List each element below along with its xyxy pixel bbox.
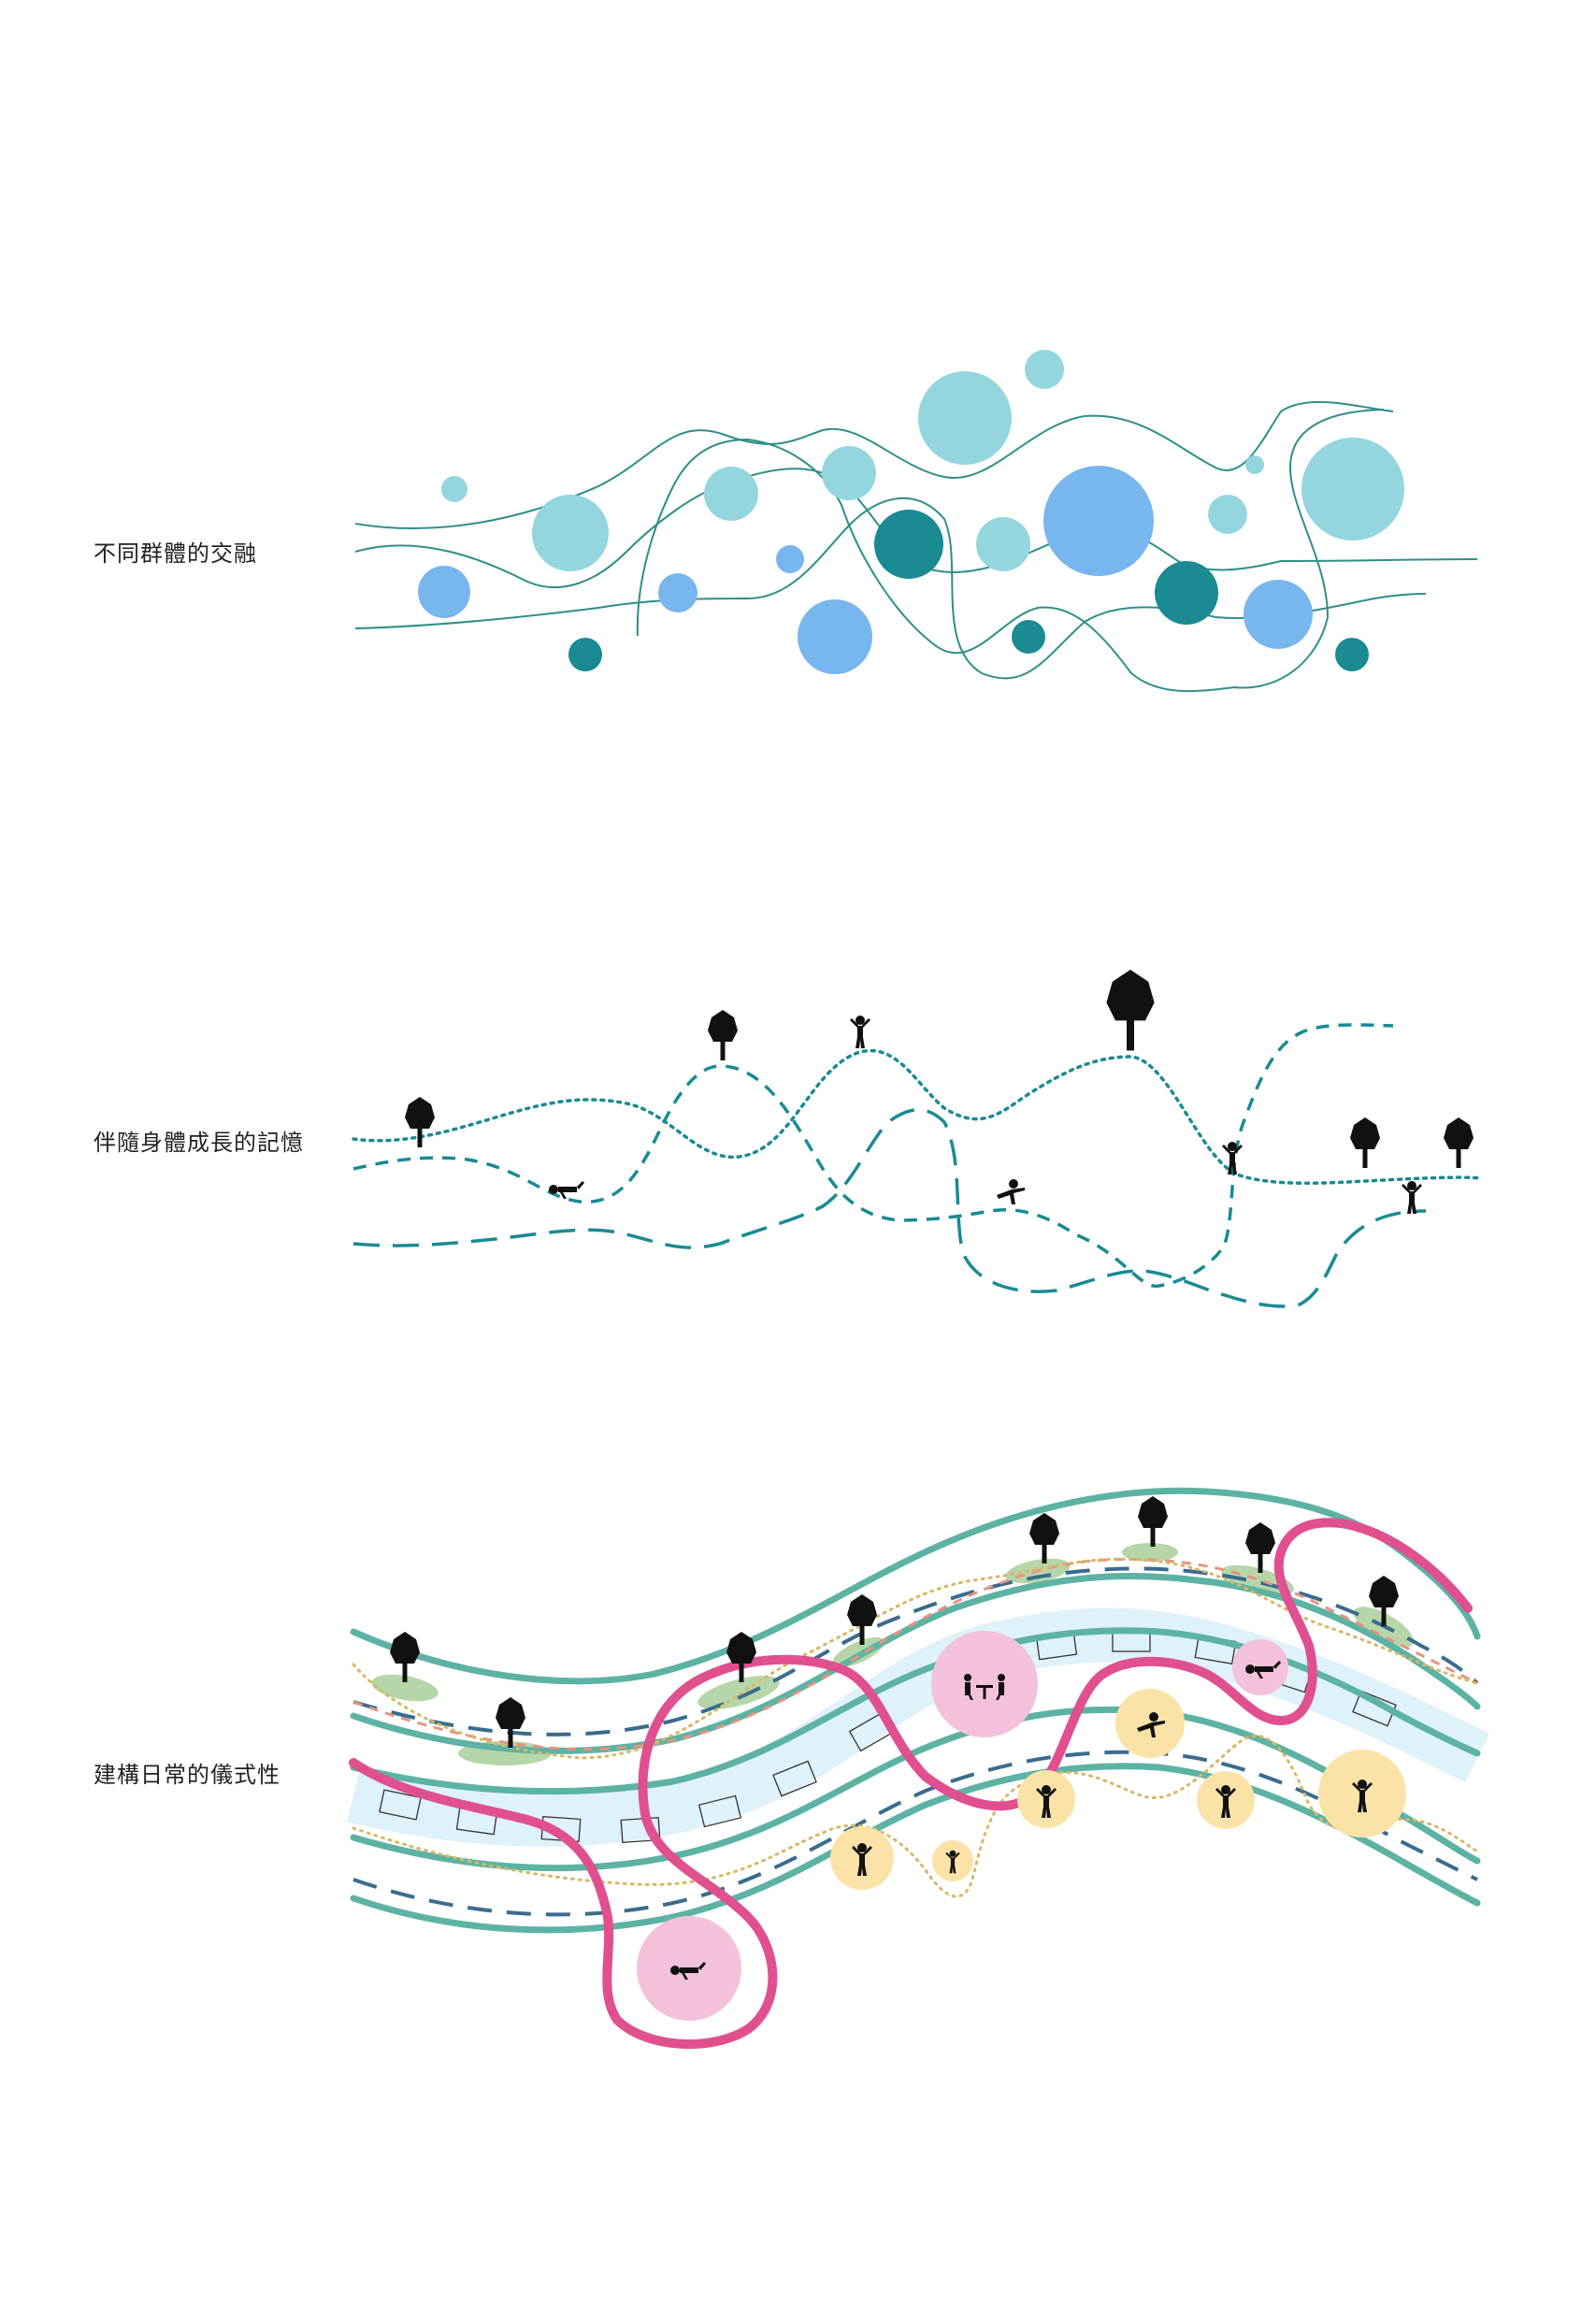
tree-icon [1444,1117,1474,1168]
flow-line-3 [354,497,1427,680]
tree-icon [405,1097,435,1147]
flow-line-4 [636,409,1385,693]
flow-line-1 [354,400,1394,530]
section-label-memory: 伴隨身體成長的記憶 [93,1130,304,1156]
person-icon [1402,1181,1422,1214]
lane-dashes [352,1566,1479,1917]
ritual-diagram [347,1487,1489,2049]
orange-dashed-line [352,1557,1478,1751]
memory-diagram [352,970,1484,1308]
mixing-diagram [354,350,1478,693]
tree-icon [1245,1522,1275,1573]
tree-icon [1138,1496,1168,1547]
tree-icon [726,1632,756,1682]
section-label-mixing: 不同群體的交融 [93,540,257,567]
tree-icon [708,1010,738,1060]
memory-line-dashed-b [352,1108,1427,1308]
tree-icon [496,1697,525,1748]
tree-icon [1106,970,1155,1051]
person-icon [549,1181,584,1199]
section-label-ritual: 建構日常的儀式性 [93,1762,280,1788]
person-icon [997,1179,1025,1204]
dotted-paths [352,1557,1479,1898]
memory-line-dotted [352,1048,1484,1186]
person-icon [850,1016,870,1048]
pink-path [349,1518,1473,2049]
tree-icon [1350,1117,1380,1168]
group-circles [418,350,1404,674]
tree-icon [1029,1513,1059,1563]
memory-line-dashed-a [352,1023,1394,1289]
bench-rects [379,1628,1397,1844]
